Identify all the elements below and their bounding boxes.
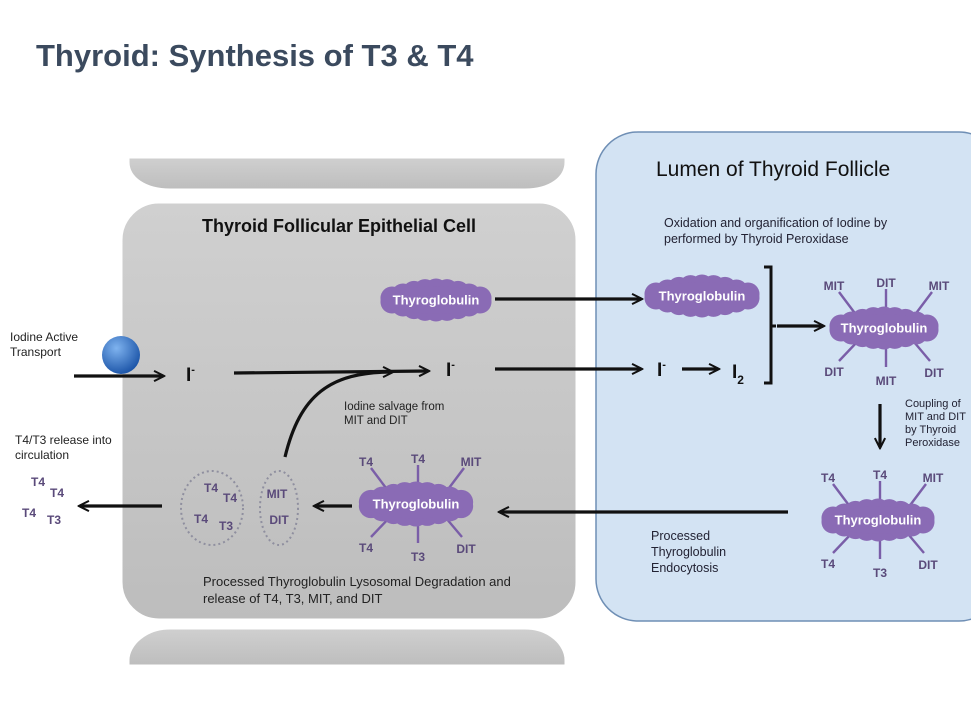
cell-thyroglobulin-product-label: T3 <box>411 550 425 564</box>
coupled-spoke <box>832 533 852 554</box>
organified-product-label: MIT <box>929 279 950 293</box>
vesicle-left-label: T3 <box>219 519 233 533</box>
iodine-symbol: I2 <box>732 362 744 387</box>
lower-neighbor-cell <box>126 626 568 668</box>
organified-product-label: DIT <box>924 366 944 380</box>
iodide-symbol-entry: I- <box>186 364 195 386</box>
cell-thyroglobulin-product-label: T4 <box>359 541 373 555</box>
release-label: T4/T3 release into circulation <box>15 433 112 462</box>
transporter-icon <box>102 336 140 374</box>
released-label: T4 <box>31 475 45 489</box>
thyroglobulin-label: Thyroglobulin <box>373 497 460 512</box>
cell-thyroglobulin-product-label: MIT <box>461 455 482 469</box>
lysosome-vesicle-right <box>259 470 299 546</box>
vesicle-left-label: T4 <box>204 481 218 495</box>
released-label: T4 <box>22 506 36 520</box>
organified-spoke <box>913 341 931 362</box>
thyroglobulin-label: Thyroglobulin <box>841 321 928 336</box>
salvage-label: Iodine salvage from MIT and DIT <box>344 401 445 427</box>
organified-product-label: MIT <box>876 374 897 388</box>
vesicle-left-label: T4 <box>194 512 208 526</box>
cell-thyroglobulin-product-label: T4 <box>411 452 425 466</box>
lumen-heading: Lumen of Thyroid Follicle <box>656 158 891 181</box>
thyroglobulin-cell-cloud: Thyroglobulin <box>380 278 492 322</box>
organified-product-label: DIT <box>824 365 844 379</box>
thyroglobulin-lumen-cloud: Thyroglobulin <box>644 274 760 318</box>
vesicle-right-label: MIT <box>267 487 288 501</box>
thyroglobulin-label: Thyroglobulin <box>835 513 922 528</box>
salvage-arrow <box>283 372 392 458</box>
cell-heading: Thyroid Follicular Epithelial Cell <box>202 216 477 236</box>
endocytosis-note: Processed Thyroglobulin Endocytosis <box>651 529 727 575</box>
coupled-spoke <box>907 533 925 554</box>
organified-product-label: DIT <box>876 276 896 290</box>
coupled-product-label: T4 <box>821 557 835 571</box>
coupled-product-label: T3 <box>873 566 887 580</box>
coupled-product-label: T4 <box>821 471 835 485</box>
oxidation-note: Oxidation and organification of Iodine b… <box>664 216 888 246</box>
organification-bracket <box>764 265 776 385</box>
coupled-product-label: DIT <box>918 558 938 572</box>
lysosome-vesicle-left <box>180 470 244 546</box>
organified-spoke <box>838 341 858 362</box>
iodine-transport-label: Iodine Active Transport <box>10 330 79 359</box>
released-label: T3 <box>47 513 61 527</box>
degradation-label: Processed Thyroglobulin Lysosomal Degrad… <box>203 574 511 606</box>
thyroglobulin-label: Thyroglobulin <box>659 289 746 304</box>
thyroglobulin-coupled-cloud: Thyroglobulin <box>821 498 935 542</box>
coupling-note: Coupling of MIT and DIT by Thyroid Perox… <box>905 398 966 449</box>
coupled-product-label: MIT <box>923 471 944 485</box>
iodide-symbol-cell: I- <box>446 359 455 381</box>
cell-thyroglobulin-product-label: T4 <box>359 455 373 469</box>
organified-product-label: MIT <box>824 279 845 293</box>
released-label: T4 <box>50 486 64 500</box>
iodide-move-arrow <box>233 371 428 373</box>
vesicle-left-label: T4 <box>223 491 237 505</box>
page-title: Thyroid: Synthesis of T3 & T4 <box>36 38 474 73</box>
cell-thyroglobulin-product-label: DIT <box>456 542 476 556</box>
vesicle-right-label: DIT <box>269 513 289 527</box>
coupled-product-label: T4 <box>873 468 887 482</box>
upper-neighbor-cell <box>126 155 568 192</box>
iodide-symbol-lumen: I- <box>657 359 666 381</box>
thyroglobulin-label: Thyroglobulin <box>393 293 480 308</box>
thyroglobulin-organified-cloud: Thyroglobulin <box>829 306 939 350</box>
thyroglobulin-endocytosed-cloud: Thyroglobulin <box>358 481 474 527</box>
